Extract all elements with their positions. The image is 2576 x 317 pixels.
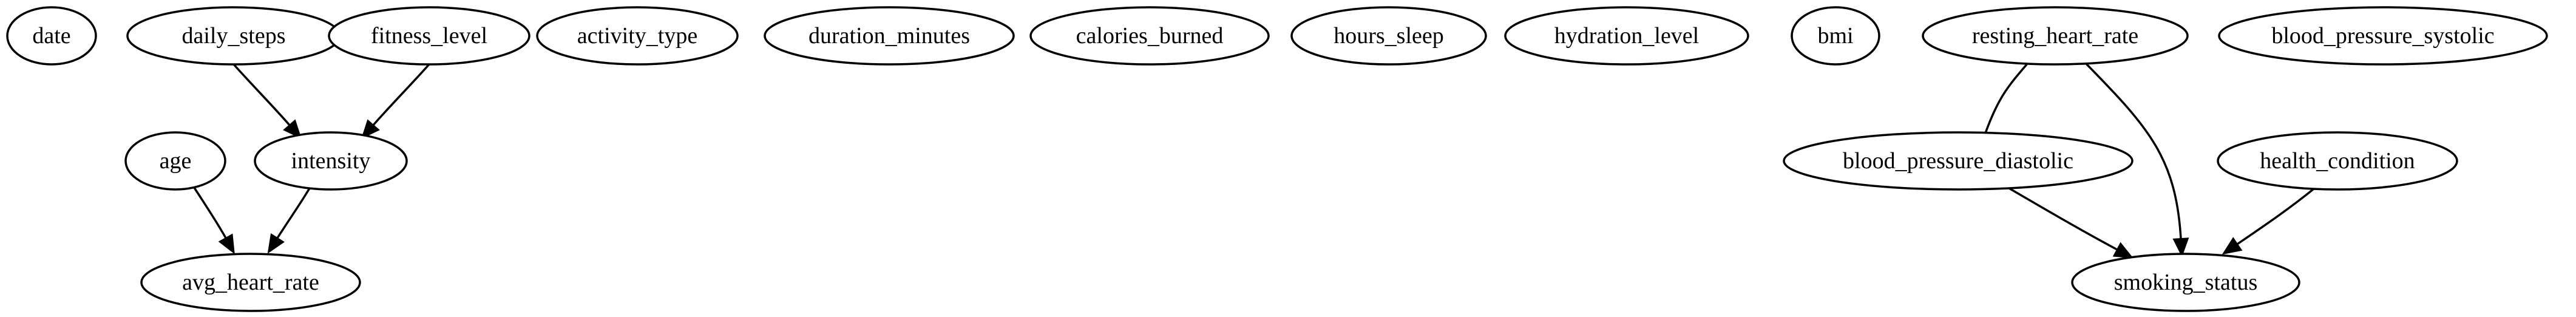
- edge-blood-pressure-diastolic-to-smoking-status: [2008, 187, 2118, 251]
- node-ellipse: [764, 6, 1015, 66]
- node-label: activity_type: [577, 23, 697, 49]
- node-hydration-level: hydration_level: [1504, 6, 1749, 66]
- node-calories-burned: calories_burned: [1029, 6, 1270, 66]
- node-label: resting_heart_rate: [1972, 23, 2138, 49]
- node-ellipse: [1029, 6, 1270, 66]
- node-ellipse: [1783, 131, 2134, 191]
- node-label: hydration_level: [1554, 23, 1699, 49]
- node-label: calories_burned: [1076, 23, 1224, 49]
- node-label: bmi: [1817, 23, 1853, 49]
- node-label: hours_sleep: [1334, 23, 1444, 49]
- node-ellipse: [536, 6, 739, 66]
- node-label: fitness_level: [371, 23, 487, 49]
- node-duration-minutes: duration_minutes: [764, 6, 1015, 66]
- node-ellipse: [1791, 6, 1880, 66]
- node-ellipse: [2071, 253, 2300, 312]
- arrowhead-icon: [2222, 237, 2243, 255]
- node-label: daily_steps: [182, 23, 286, 49]
- node-label: date: [32, 23, 70, 49]
- node-activity-type: activity_type: [536, 6, 739, 66]
- node-label: intensity: [291, 148, 371, 174]
- node-date: date: [6, 6, 97, 66]
- node-avg-heart-rate: avg_heart_rate: [140, 253, 361, 312]
- arrowhead-icon: [361, 119, 380, 140]
- edge-resting-heart-rate-to-blood-pressure-diastolic: [1984, 63, 2029, 135]
- arrowhead-icon: [2112, 242, 2134, 259]
- node-ellipse: [6, 6, 97, 66]
- node-ellipse: [1290, 6, 1487, 66]
- arrowhead-icon: [267, 233, 285, 254]
- node-label: age: [160, 148, 192, 174]
- edge-resting-heart-rate-to-smoking-status: [2085, 63, 2182, 239]
- node-label: duration_minutes: [808, 23, 970, 49]
- node-ellipse: [1922, 6, 2189, 66]
- arrowhead-icon: [283, 119, 302, 140]
- node-blood-pressure-systolic: blood_pressure_systolic: [2218, 6, 2548, 66]
- node-ellipse: [2217, 131, 2458, 191]
- node-ellipse: [1504, 6, 1749, 66]
- node-resting-heart-rate: resting_heart_rate: [1922, 6, 2189, 66]
- nodes-layer: date daily_steps fitness_level activity_typ…: [6, 6, 2548, 312]
- node-bmi: bmi: [1791, 6, 1880, 66]
- node-blood-pressure-diastolic: blood_pressure_diastolic: [1783, 131, 2134, 191]
- edge-daily-steps-to-intensity: [232, 63, 291, 126]
- node-label: health_condition: [2260, 148, 2415, 174]
- node-ellipse: [2218, 6, 2548, 66]
- node-hours-sleep: hours_sleep: [1290, 6, 1487, 66]
- edges-layer: [193, 63, 2315, 259]
- node-label: smoking_status: [2114, 270, 2257, 295]
- node-label: avg_heart_rate: [182, 270, 319, 295]
- node-health-condition: health_condition: [2217, 131, 2458, 191]
- node-ellipse: [140, 253, 361, 312]
- arrowhead-icon: [2172, 237, 2189, 257]
- node-smoking-status: smoking_status: [2071, 253, 2300, 312]
- edge-intensity-to-avg-heart-rate: [276, 188, 311, 239]
- node-label: blood_pressure_diastolic: [1843, 148, 2073, 174]
- edge-age-to-avg-heart-rate: [193, 187, 227, 239]
- node-daily-steps: daily_steps: [126, 6, 341, 66]
- node-fitness-level: fitness_level: [328, 6, 530, 66]
- node-ellipse: [328, 6, 530, 66]
- arrowhead-icon: [218, 233, 235, 254]
- edge-health-condition-to-smoking-status: [2237, 188, 2315, 245]
- node-intensity: intensity: [254, 131, 408, 191]
- node-age: age: [124, 131, 226, 191]
- node-ellipse: [254, 131, 408, 191]
- node-ellipse: [124, 131, 226, 191]
- node-label: blood_pressure_systolic: [2271, 23, 2494, 49]
- edge-fitness-level-to-intensity: [372, 63, 430, 126]
